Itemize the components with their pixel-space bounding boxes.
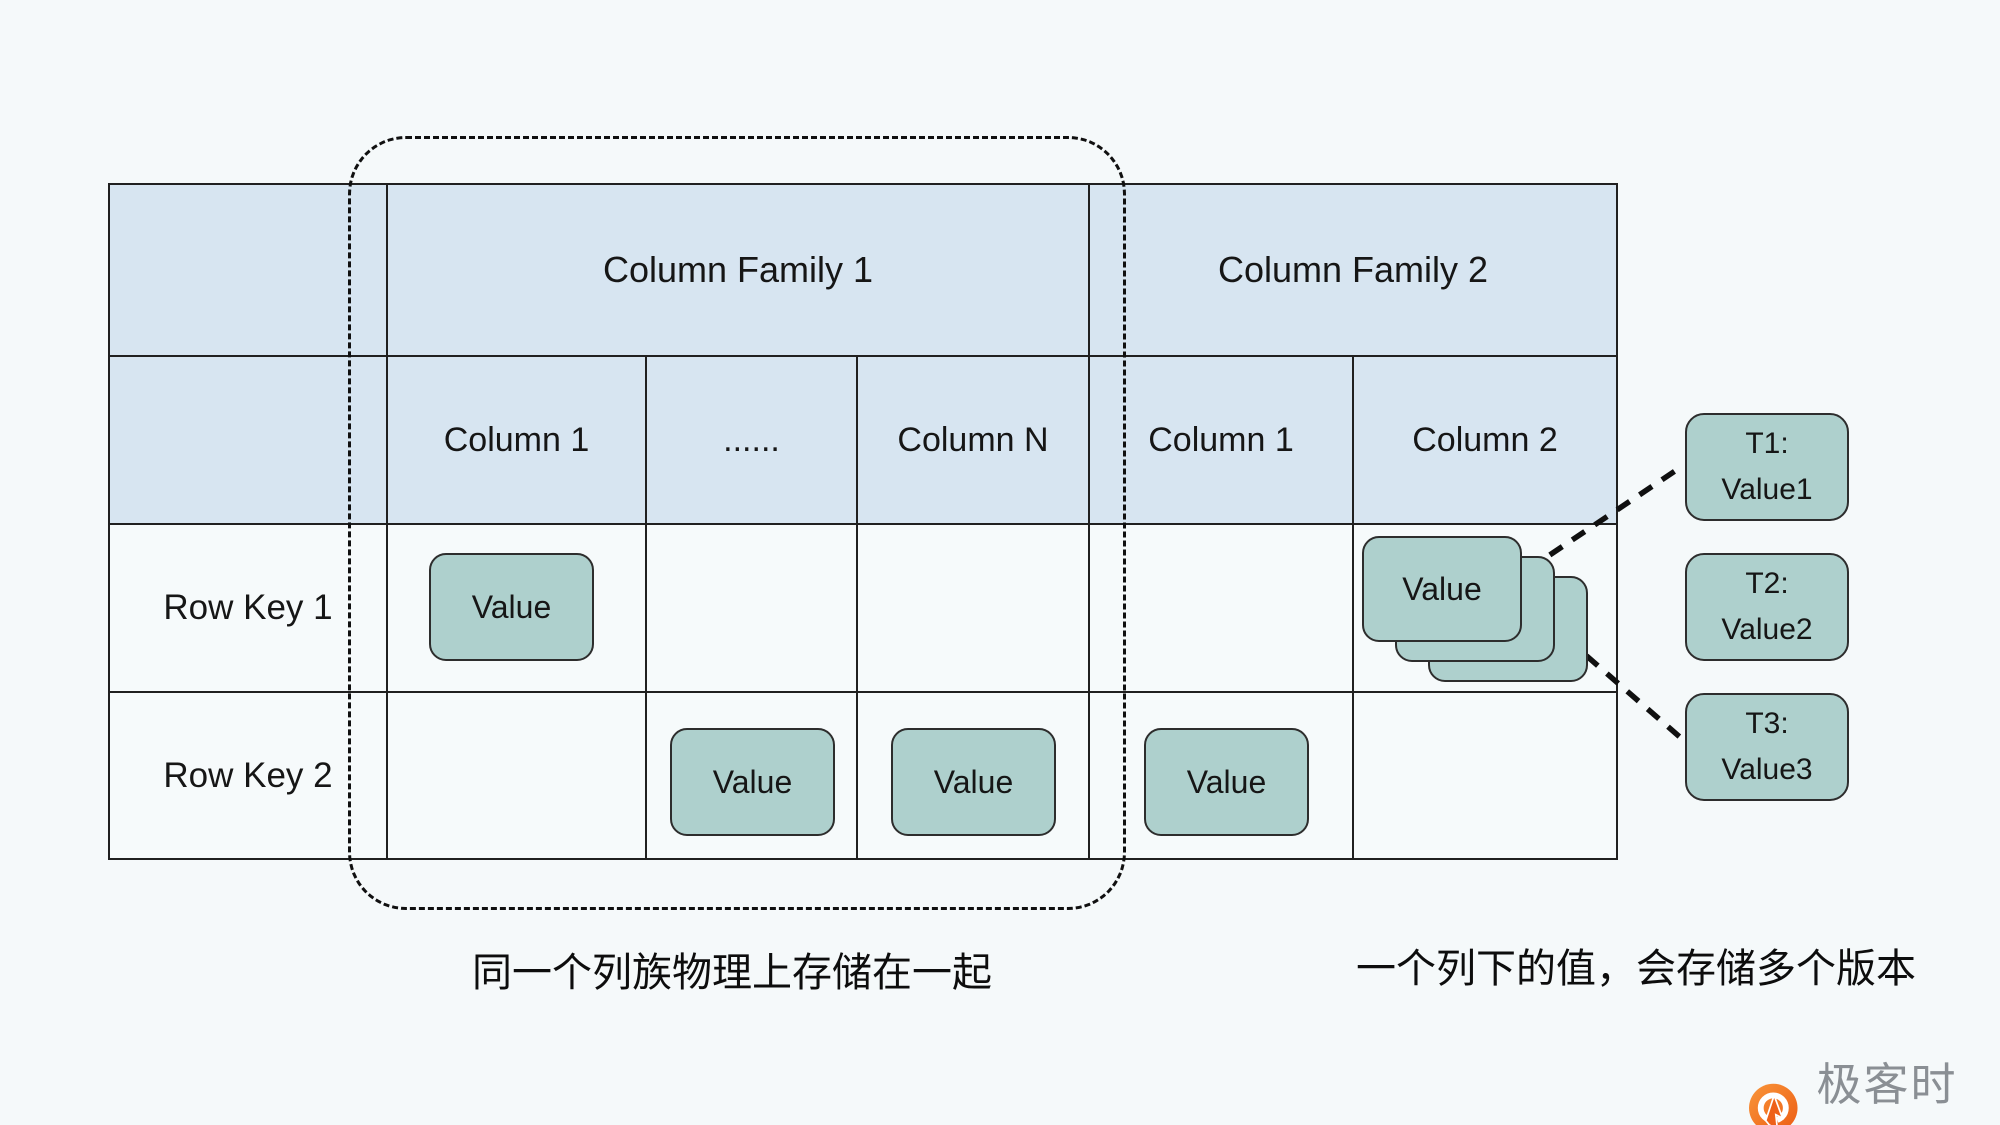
column-header-f1-ellipsis: ......: [647, 357, 856, 523]
column-header-f2-col1: Column 1: [1090, 357, 1352, 523]
version-t2-value: Value2: [1721, 613, 1813, 646]
column-header-f2-col2: Column 2: [1354, 357, 1616, 523]
version-box-t2: T2: Value2: [1685, 553, 1849, 661]
versions-caption: 一个列下的值，会存储多个版本: [1356, 947, 1916, 991]
version-t2-time: T2:: [1745, 566, 1789, 600]
geektime-logo: 极客时间: [1744, 1048, 2000, 1125]
version-t1-value: Value1: [1721, 473, 1813, 506]
column-family-group-outline: [348, 136, 1126, 910]
column-header-f1-col1: Column 1: [388, 357, 645, 523]
row-key-1-cell: Row Key 1: [110, 525, 386, 691]
column-family-1-header: Column Family 1: [388, 185, 1088, 355]
cell-r1-f2c1: [1090, 525, 1352, 691]
geektime-logo-text: 极客时间: [1816, 1059, 1958, 1125]
row-key-2-cell: Row Key 2: [110, 693, 386, 858]
value-box-r2-f2c1: Value: [1144, 728, 1309, 836]
version-box-t1: T1: Value1: [1685, 413, 1849, 521]
corner-cell-sub: [110, 357, 386, 523]
column-family-2-header: Column Family 2: [1090, 185, 1616, 355]
cell-r1-f1-ellipsis: [647, 525, 856, 691]
cell-r2-f2c2: [1354, 693, 1616, 858]
version-t3-value: Value3: [1721, 753, 1813, 786]
stacked-value-card-front: Value: [1362, 536, 1522, 642]
corner-cell-top: [110, 185, 386, 355]
value-box-r2-colN: Value: [891, 728, 1056, 836]
column-family-caption: 同一个列族物理上存储在一起: [472, 951, 992, 995]
cell-r1-f1cN: [858, 525, 1088, 691]
version-box-t3: T3: Value3: [1685, 693, 1849, 801]
geektime-logo-icon: [1749, 1083, 1798, 1125]
column-header-f1-colN: Column N: [858, 357, 1088, 523]
version-t1-time: T1:: [1745, 426, 1789, 460]
cell-r2-f1c1: [388, 693, 645, 858]
value-box-r1c1: Value: [429, 553, 594, 661]
value-box-r2-ellipsis: Value: [670, 728, 835, 836]
version-t3-time: T3:: [1745, 706, 1789, 740]
